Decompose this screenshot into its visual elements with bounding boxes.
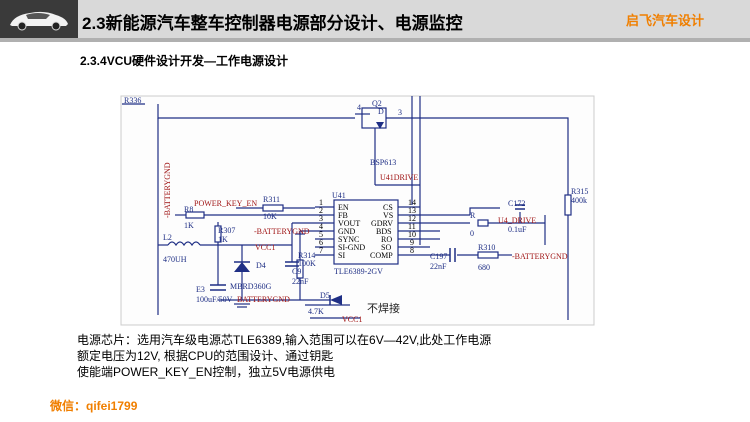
pin-number: 2: [319, 206, 323, 215]
label-q2-d: D: [378, 107, 384, 116]
pin-name: SI: [338, 251, 345, 260]
ground-symbols: [234, 233, 305, 308]
car-icon: [10, 11, 68, 31]
label-r311: R311: [263, 195, 280, 204]
label-d4: D4: [256, 261, 266, 270]
label-c9: C9: [292, 267, 301, 276]
pin-name: CS: [383, 203, 393, 212]
pin-number: 7: [319, 246, 323, 255]
pin-name: BDS: [376, 227, 392, 236]
label-r315: R315: [571, 187, 588, 196]
label-q2-pin3: 3: [398, 108, 402, 117]
ic-pins: EN FB VOUT GND SYNC SI-GND SI 1 2 3 4 5 …: [319, 198, 416, 260]
label-q2: Q2: [372, 99, 382, 108]
schematic-resistors: [185, 194, 572, 279]
label-r307: R307: [218, 226, 235, 235]
pin-number: 10: [408, 230, 416, 239]
label-r-small-value: 0: [470, 229, 474, 238]
pin-number: 6: [319, 238, 323, 247]
label-batterygnd-bottom: BATTERYGND: [237, 295, 290, 304]
label-vcc1-b: VCC1: [342, 315, 362, 324]
header-bar: [0, 0, 750, 38]
label-batterygnd-vertical: -BATTERYGND: [163, 162, 172, 218]
label-r314: R314: [298, 251, 315, 260]
pin-number: 11: [408, 222, 416, 231]
label-batterygnd-right: -BATTERYGND: [512, 252, 568, 261]
label-power-key-en: POWER_KEY_EN: [194, 199, 257, 208]
schematic-wires: [122, 96, 569, 320]
page-title: 2.3新能源汽车整车控制器电源部分设计、电源监控: [82, 14, 463, 33]
pin-number: 12: [408, 214, 416, 223]
label-r8-value: 1K: [184, 221, 194, 230]
description-line-3: 使能端POWER_KEY_EN控制，独立5V电源供电: [77, 365, 336, 379]
label-r-small: R: [470, 211, 476, 220]
pin-name: VS: [383, 211, 393, 220]
pin-number: 5: [319, 230, 323, 239]
brand-logo-text: 启飞汽车设计: [625, 13, 704, 28]
description-line-2: 额定电压为12V, 根据CPU的范围设计、通过钥匙: [77, 349, 334, 363]
label-c197: C197: [430, 252, 447, 261]
label-batterygnd-mid: -BATTERYGND: [254, 227, 310, 236]
label-c172: C172: [508, 199, 525, 208]
pin-name: FB: [338, 211, 348, 220]
label-r8: R8: [184, 205, 193, 214]
pin-number: 4: [319, 222, 323, 231]
schematic-labels: R336 Q2 4 3 D BSP613 U41DRIVE -BATTERYGN…: [124, 96, 588, 324]
section-subtitle: 2.3.4VCU硬件设计开发—工作电源设计: [80, 54, 289, 68]
pin-number: 1: [319, 198, 323, 207]
label-d5-value: 4.7K: [308, 307, 324, 316]
label-c197-value: 22nF: [430, 262, 447, 271]
pin-name: RO: [381, 235, 392, 244]
label-r314-value: 100K: [298, 259, 316, 268]
label-l2: L2: [163, 233, 172, 242]
label-u4-drive: U4_DRIVE: [498, 216, 536, 225]
label-r315-value: 400k: [571, 196, 587, 205]
pin-name: EN: [338, 203, 349, 212]
label-q2-pin4: 4: [357, 103, 361, 112]
label-q2-part: BSP613: [370, 158, 396, 167]
pin-number: 14: [408, 198, 416, 207]
header-logo-area: [0, 0, 78, 38]
label-e3: E3: [196, 285, 205, 294]
label-d4-part: MBRD360G: [230, 282, 272, 291]
pin-name: SI-GND: [338, 243, 365, 252]
label-l2-value: 470UH: [163, 255, 187, 264]
power-schematic: R336 Q2 4 3 D BSP613 U41DRIVE -BATTERYGN…: [120, 95, 595, 326]
label-c9-value: 22nF: [292, 277, 309, 286]
label-r310-value: 680: [478, 263, 490, 272]
header-divider: [0, 38, 750, 42]
pin-name: COMP: [370, 251, 393, 260]
schematic-diodes: [234, 122, 384, 305]
label-no-solder: 不焊接: [367, 301, 400, 315]
label-r311-value: 10K: [263, 212, 277, 221]
label-r310: R310: [478, 243, 495, 252]
pin-name: GDRV: [371, 219, 393, 228]
pin-name: SO: [381, 243, 391, 252]
pin-number: 8: [410, 246, 414, 255]
pin-number: 13: [408, 206, 416, 215]
label-ic-part: TLE6389-2GV: [334, 267, 383, 276]
label-d5: D5: [320, 291, 330, 300]
pin-name: VOUT: [338, 219, 360, 228]
pin-number: 3: [319, 214, 323, 223]
label-vcc1-a: VCC1: [255, 243, 275, 252]
label-r307-value: 1K: [218, 235, 228, 244]
wechat-contact: 微信：qifei1799: [50, 399, 138, 413]
pin-name: GND: [338, 227, 356, 236]
description-line-1: 电源芯片：选用汽车级电源芯TLE6389,输入范围可以在6V—42V,此处工作电…: [77, 333, 492, 347]
pin-number: 9: [410, 238, 414, 247]
label-r336: R336: [124, 96, 141, 105]
label-u41drive: U41DRIVE: [380, 173, 418, 182]
schematic-capacitors: [210, 204, 525, 291]
pin-name: SYNC: [338, 235, 359, 244]
label-e3-value: 100uF/50V: [196, 295, 233, 304]
label-ic-ref: U41: [332, 191, 346, 200]
label-c172-value: 0.1uF: [508, 225, 527, 234]
